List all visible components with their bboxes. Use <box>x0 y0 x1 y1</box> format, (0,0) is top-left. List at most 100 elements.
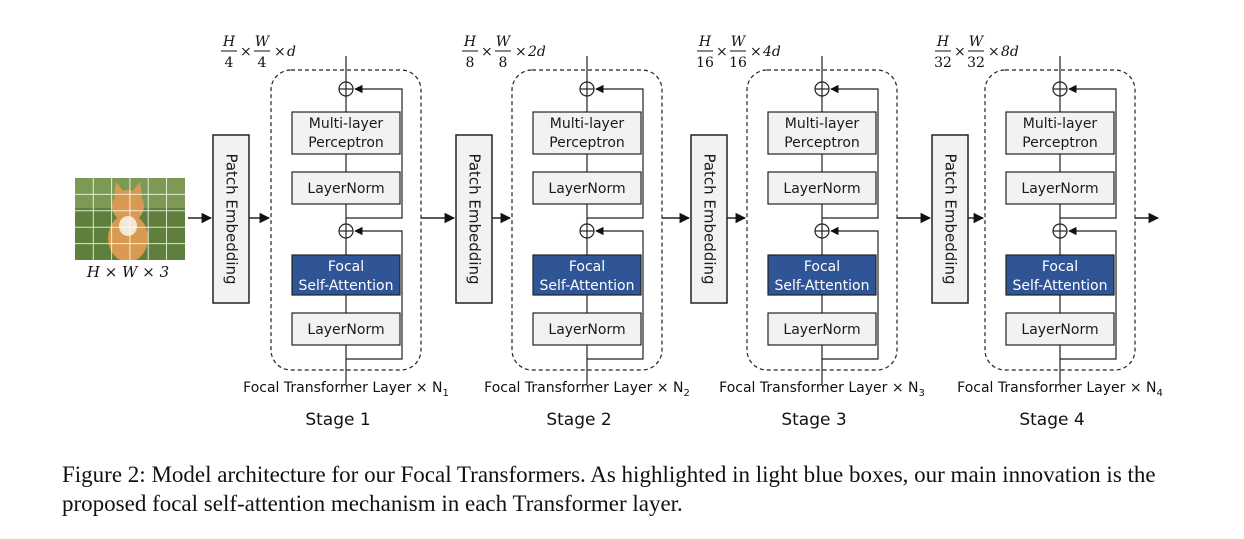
input-image <box>75 178 185 260</box>
stage-2: Patch Embedding Multi-layerPerceptronLaye… <box>455 34 691 430</box>
svg-text:×: × <box>274 44 286 60</box>
stage-title: Stage 1 <box>305 410 370 430</box>
layernorm-block <box>1005 171 1115 205</box>
svg-text:16: 16 <box>729 55 747 71</box>
focal-self-attention-block <box>767 254 877 296</box>
svg-text:32: 32 <box>934 55 952 71</box>
svg-text:W: W <box>255 34 271 50</box>
input-dims-label: H × W × 3 <box>86 263 169 281</box>
patch-embedding-block <box>455 134 493 304</box>
transformer-layer-container <box>511 69 663 371</box>
kitten-head <box>112 190 144 222</box>
focal-self-attention-block-label: Focal <box>1042 259 1078 275</box>
residual-connection <box>587 226 644 360</box>
patch-embedding-block <box>690 134 728 304</box>
layer-repeat-label: Focal Transformer Layer × N4 <box>957 380 1163 399</box>
svg-text:×: × <box>515 44 527 60</box>
layer-repeat-label: Focal Transformer Layer × N2 <box>484 380 690 399</box>
mlp-block-label: Multi-layer <box>309 116 384 132</box>
focal-self-attention-block-label: Focal <box>804 259 840 275</box>
svg-text:8: 8 <box>466 55 475 71</box>
layernorm-block-label: LayerNorm <box>307 181 384 197</box>
svg-text:H: H <box>222 34 236 50</box>
kitten-body <box>108 214 148 260</box>
image-grid-overlay <box>75 178 185 260</box>
stage-4: Patch EmbeddingMulti-layerPerceptronLaye… <box>931 34 1163 430</box>
stage-title: Stage 4 <box>1019 410 1084 430</box>
architecture-diagram: H × W × 3 Patch Embedding Multi-layerPerc… <box>75 34 1163 430</box>
patch-embedding-label: Patch Embedding <box>942 153 960 284</box>
focal-self-attention-block <box>532 254 642 296</box>
stage-1: Patch Embedding Multi-layerPerceptronLaye… <box>212 34 456 430</box>
residual-connection <box>822 84 879 219</box>
transformer-layer-container <box>746 69 898 371</box>
stage-title: Stage 3 <box>781 410 846 430</box>
svg-text:×: × <box>240 44 252 60</box>
layer-repeat-label: Focal Transformer Layer × N3 <box>719 380 925 399</box>
residual-connection <box>1060 226 1117 360</box>
mlp-block <box>1005 111 1115 155</box>
feature-dims-label: H4×W4×d <box>221 34 296 71</box>
layernorm-block <box>1005 312 1115 346</box>
mlp-block-label: Multi-layer <box>550 116 625 132</box>
layernorm-block <box>532 171 642 205</box>
svg-text:H: H <box>698 34 712 50</box>
residual-connection <box>346 226 403 360</box>
svg-text:×: × <box>716 44 728 60</box>
svg-text:×: × <box>750 44 762 60</box>
svg-text:W: W <box>731 34 747 50</box>
svg-text:×: × <box>988 44 1000 60</box>
mlp-block <box>767 111 877 155</box>
layernorm-block-label: LayerNorm <box>1021 181 1098 197</box>
mlp-block <box>291 111 401 155</box>
svg-text:W: W <box>969 34 985 50</box>
focal-self-attention-block-label: Self-Attention <box>299 278 394 294</box>
figure-caption: Figure 2: Model architecture for our Foc… <box>62 462 1156 516</box>
patch-embedding-label: Patch Embedding <box>223 153 241 284</box>
layernorm-block-label: LayerNorm <box>548 322 625 338</box>
transformer-layer-container <box>984 69 1136 371</box>
svg-text:W: W <box>496 34 512 50</box>
layernorm-block <box>767 171 877 205</box>
layernorm-block <box>532 312 642 346</box>
stage-3: Patch Embedding Multi-layerPerceptronLaye… <box>690 34 932 430</box>
feature-dims-label: H8×W8×2d <box>462 34 546 71</box>
patch-embedding-block <box>931 134 969 304</box>
residual-connection <box>822 226 879 360</box>
layernorm-block-label: LayerNorm <box>548 181 625 197</box>
mlp-block-label: Multi-layer <box>1023 116 1098 132</box>
mlp-block-label: Multi-layer <box>785 116 860 132</box>
svg-text:H: H <box>936 34 950 50</box>
focal-self-attention-block <box>1005 254 1115 296</box>
svg-text:16: 16 <box>696 55 714 71</box>
patch-embedding-label: Patch Embedding <box>701 153 719 284</box>
layernorm-block <box>291 171 401 205</box>
patch-embedding-block <box>212 134 250 304</box>
stages: Patch Embedding Multi-layerPerceptronLaye… <box>188 34 1163 430</box>
svg-text:4: 4 <box>225 55 234 71</box>
stage-title: Stage 2 <box>546 410 611 430</box>
svg-text:2d: 2d <box>527 44 546 60</box>
layernorm-block <box>767 312 877 346</box>
layernorm-block-label: LayerNorm <box>307 322 384 338</box>
residual-connection <box>587 84 644 219</box>
patch-embedding-label: Patch Embedding <box>466 153 484 284</box>
mlp-block-label: Perceptron <box>308 135 384 151</box>
focal-self-attention-block-label: Self-Attention <box>540 278 635 294</box>
residual-connection <box>1060 84 1117 219</box>
feature-dims-label: H16×W16×4d <box>696 34 781 71</box>
mlp-block-label: Perceptron <box>549 135 625 151</box>
svg-text:4d: 4d <box>762 44 781 60</box>
focal-self-attention-block-label: Focal <box>328 259 364 275</box>
transformer-layer-container <box>270 69 422 371</box>
layernorm-block-label: LayerNorm <box>1021 322 1098 338</box>
svg-text:32: 32 <box>967 55 985 71</box>
focal-self-attention-block-label: Self-Attention <box>1013 278 1108 294</box>
layernorm-block-label: LayerNorm <box>783 181 860 197</box>
mlp-block-label: Perceptron <box>784 135 860 151</box>
svg-text:d: d <box>287 44 296 60</box>
layer-repeat-label: Focal Transformer Layer × N1 <box>243 380 449 399</box>
svg-text:×: × <box>481 44 493 60</box>
svg-text:×: × <box>954 44 966 60</box>
mlp-block <box>532 111 642 155</box>
